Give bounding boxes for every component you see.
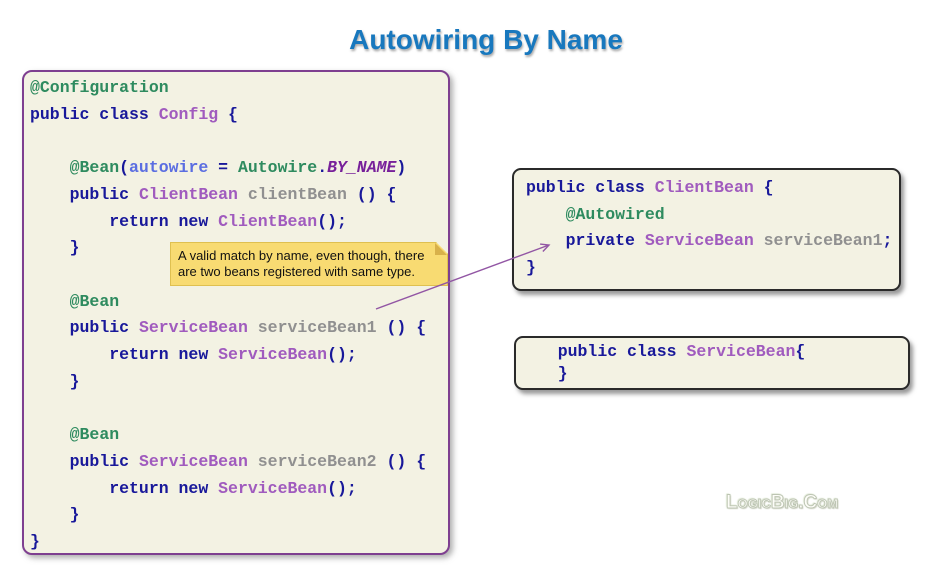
diagram-title: Autowiring By Name: [349, 24, 623, 55]
clientbean-class-code-box: public class ClientBean { @Autowired pri…: [512, 168, 901, 291]
servicebean-class-code-box: public class ServiceBean{ }: [514, 336, 910, 390]
note-callout: A valid match by name, even though, ther…: [170, 242, 448, 286]
logicbig-watermark: LogicBig.Com: [726, 492, 839, 514]
servicebean-class-code: public class ServiceBean{ }: [528, 342, 806, 383]
clientbean-class-code: public class ClientBean { @Autowired pri…: [526, 178, 893, 278]
note-callout-text: A valid match by name, even though, ther…: [178, 248, 425, 279]
